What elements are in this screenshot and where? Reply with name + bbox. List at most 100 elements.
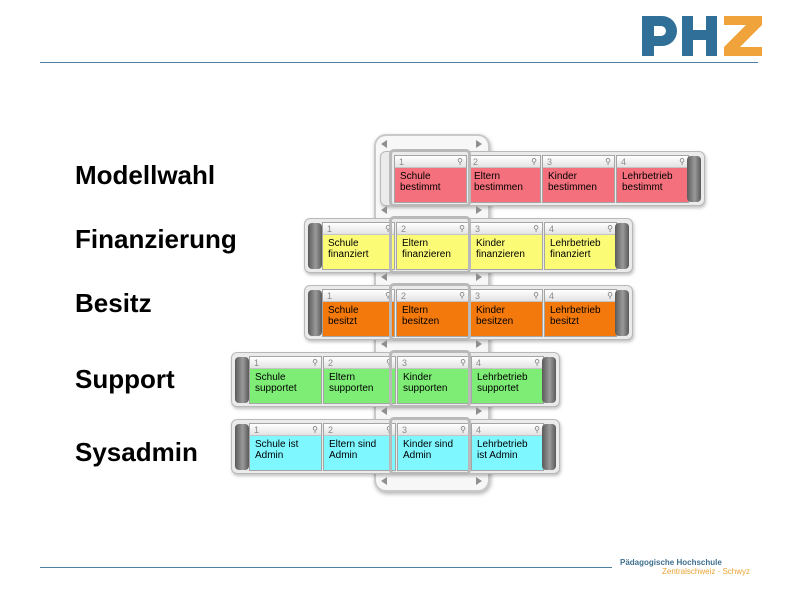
- card-number: 3: [475, 224, 481, 234]
- card-number: 2: [328, 425, 334, 435]
- pin-icon: ⚲: [531, 157, 537, 166]
- strip-sysadmin[interactable]: 1⚲ Schule ist Admin 2⚲ Eltern sind Admin…: [231, 419, 560, 474]
- card-eltern-supporten[interactable]: 2⚲ Eltern supporten: [323, 356, 396, 404]
- strip-end-cap: [542, 357, 556, 403]
- card-number: 1: [254, 425, 260, 435]
- strip-end-cap: [542, 424, 556, 470]
- card-text: Lehrbetrieb finanziert: [550, 238, 601, 260]
- card-number: 4: [549, 224, 555, 234]
- pin-icon: ⚲: [459, 224, 465, 233]
- arrow-left-icon[interactable]: [381, 273, 387, 281]
- card-number: 2: [401, 291, 407, 301]
- footer-rule: [40, 567, 612, 568]
- card-number: 3: [402, 358, 408, 368]
- card-number: 2: [473, 157, 479, 167]
- card-schule-bestimmt[interactable]: 1⚲ Schule bestimmt: [394, 155, 467, 203]
- card-schule-besitzt[interactable]: 1⚲ Schule besitzt: [322, 289, 395, 337]
- strip-end-cap: [615, 223, 629, 269]
- strip-support[interactable]: 1⚲ Schule supportet 2⚲ Eltern supporten …: [231, 352, 560, 407]
- card-number: 2: [401, 224, 407, 234]
- strip-end-cap: [308, 223, 322, 269]
- card-text: Schule supportet: [255, 372, 297, 394]
- strip-end-cap: [235, 424, 249, 470]
- card-kinder-finanzieren[interactable]: 3 ⚲ Kinder finanzieren: [470, 222, 543, 270]
- card-text: Kinder besitzen: [476, 305, 514, 327]
- pin-icon: ⚲: [385, 224, 391, 233]
- arrow-left-icon[interactable]: [381, 407, 387, 415]
- phz-logo: [642, 16, 762, 56]
- card-number: 4: [549, 291, 555, 301]
- card-schule-ist-admin[interactable]: 1⚲ Schule ist Admin: [249, 423, 322, 471]
- card-text: Lehrbetrieb besitzt: [550, 305, 601, 327]
- card-text: Eltern sind Admin: [329, 439, 377, 461]
- card-kinder-supporten[interactable]: 3⚲ Kinder supporten: [397, 356, 470, 404]
- arrow-right-icon[interactable]: [476, 206, 482, 214]
- card-eltern-sind-admin[interactable]: 2⚲ Eltern sind Admin: [323, 423, 396, 471]
- arrow-right-icon[interactable]: [476, 340, 482, 348]
- pin-icon: ⚲: [534, 425, 540, 434]
- row-label-modellwahl: Modellwahl: [75, 160, 216, 190]
- card-number: 4: [476, 358, 482, 368]
- pin-icon: ⚲: [533, 291, 539, 300]
- card-text: Lehrbetrieb supportet: [477, 372, 528, 394]
- strip-end-cap: [235, 357, 249, 403]
- card-text: Kinder finanzieren: [476, 238, 525, 260]
- card-text: Lehrbetrieb bestimmt: [622, 171, 673, 193]
- card-number: 1: [327, 224, 333, 234]
- pin-icon: ⚲: [460, 425, 466, 434]
- pin-icon: ⚲: [312, 358, 318, 367]
- card-kinder-besitzen[interactable]: 3 ⚲ Kinder besitzen: [470, 289, 543, 337]
- selection-frame: [389, 283, 471, 341]
- strip-end-cap: [615, 290, 629, 336]
- header-rule: [40, 62, 758, 63]
- card-lehrbetrieb-finanziert[interactable]: 4 ⚲ Lehrbetrieb finanziert: [544, 222, 617, 270]
- pin-icon: ⚲: [460, 358, 466, 367]
- card-number: 4: [476, 425, 482, 435]
- pin-icon: ⚲: [679, 157, 685, 166]
- card-number: 1: [254, 358, 260, 368]
- pin-icon: ⚲: [607, 291, 613, 300]
- card-kinder-sind-admin[interactable]: 3⚲ Kinder sind Admin: [397, 423, 470, 471]
- card-lehrbetrieb-besitzt[interactable]: 4 ⚲ Lehrbetrieb besitzt: [544, 289, 617, 337]
- arrow-left-icon[interactable]: [381, 206, 387, 214]
- strip-end-cap: [687, 156, 701, 202]
- card-text: Schule besitzt: [328, 305, 359, 327]
- card-schule-finanziert[interactable]: 1 ⚲ Schule finanziert: [322, 222, 395, 270]
- card-eltern-bestimmen[interactable]: 2⚲ Eltern bestimmen: [468, 155, 541, 203]
- card-kinder-bestimmen[interactable]: 3⚲ Kinder bestimmen: [542, 155, 615, 203]
- arrow-right-icon[interactable]: [476, 273, 482, 281]
- card-number: 3: [475, 291, 481, 301]
- row-label-finanzierung: Finanzierung: [75, 224, 237, 254]
- pin-icon: ⚲: [607, 224, 613, 233]
- arrow-left-icon[interactable]: [381, 477, 387, 485]
- arrow-left-icon[interactable]: [381, 140, 387, 148]
- arrow-left-icon[interactable]: [381, 340, 387, 348]
- row-label-besitz: Besitz: [75, 288, 152, 318]
- card-lehrbetrieb-ist-admin[interactable]: 4 ⚲ Lehrbetrieb ist Admin: [471, 423, 544, 471]
- card-text: Kinder bestimmen: [548, 171, 597, 193]
- card-text: Eltern finanzieren: [402, 238, 451, 260]
- card-text: Lehrbetrieb ist Admin: [477, 439, 528, 461]
- arrow-right-icon[interactable]: [476, 140, 482, 148]
- card-text: Schule finanziert: [328, 238, 369, 260]
- row-label-support: Support: [75, 364, 175, 394]
- row-label-sysadmin: Sysadmin: [75, 437, 198, 467]
- selection-frame: [389, 216, 471, 274]
- strip-modellwahl[interactable]: 1⚲ Schule bestimmt 2⚲ Eltern bestimmen 3…: [380, 151, 705, 206]
- arrow-right-icon[interactable]: [476, 477, 482, 485]
- card-eltern-finanzieren[interactable]: 2 ⚲ Eltern finanzieren: [396, 222, 469, 270]
- strip-end-cap: [308, 290, 322, 336]
- card-text: Schule bestimmt: [400, 171, 441, 193]
- card-schule-supportet[interactable]: 1 ⚲ Schule supportet: [249, 356, 322, 404]
- card-eltern-besitzen[interactable]: 2⚲ Eltern besitzen: [396, 289, 469, 337]
- card-lehrbetrieb-bestimmt[interactable]: 4⚲ Lehrbetrieb bestimmt: [616, 155, 689, 203]
- card-text: Eltern besitzen: [402, 305, 440, 327]
- pin-icon: ⚲: [533, 224, 539, 233]
- arrow-right-icon[interactable]: [476, 407, 482, 415]
- card-number: 1: [399, 157, 405, 167]
- card-lehrbetrieb-supportet[interactable]: 4⚲ Lehrbetrieb supportet: [471, 356, 544, 404]
- selection-frame: [389, 417, 471, 475]
- card-number: 3: [402, 425, 408, 435]
- selection-frame: [389, 149, 471, 207]
- pin-icon: ⚲: [312, 425, 318, 434]
